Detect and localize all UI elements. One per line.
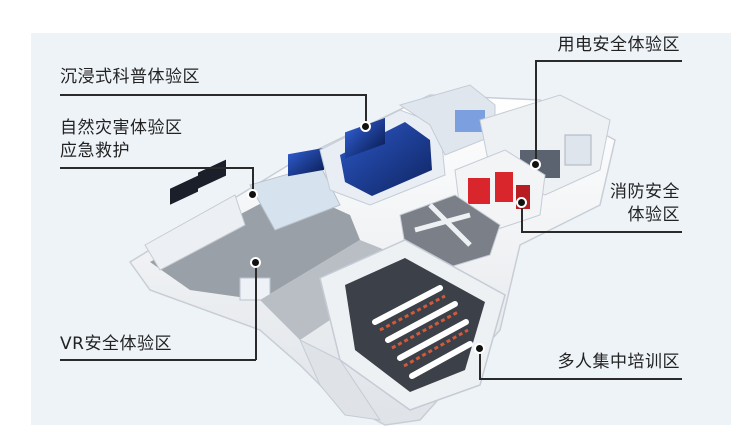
label-vr: VR安全体验区 (60, 334, 172, 354)
leader-line-disaster-v (252, 167, 254, 194)
training-screen (345, 117, 385, 159)
leader-line-immersive-h (60, 94, 366, 96)
leader-line-vr-v (255, 262, 257, 360)
marker-disaster (247, 189, 258, 200)
leader-line-immersive-v (365, 94, 367, 126)
leader-line-fire-v (521, 202, 523, 232)
label-fire-line2: 体验区 (627, 205, 680, 225)
fire-cabinet-2 (495, 172, 513, 202)
label-training: 多人集中培训区 (557, 352, 680, 372)
label-fire-line1: 消防安全 (610, 182, 680, 202)
label-disaster-line2: 应急救护 (60, 141, 130, 161)
training-chairs (379, 294, 469, 368)
marker-immersive (360, 121, 371, 132)
leader-line-electric-v (535, 60, 537, 164)
leader-line-training-h (479, 378, 682, 380)
left-room-walls (144, 194, 246, 271)
label-immersive: 沉浸式科普体验区 (60, 67, 200, 87)
left-screen-2 (198, 159, 226, 189)
marker-training (474, 343, 485, 354)
training-desks (372, 285, 473, 379)
leader-line-electric-h (535, 60, 682, 62)
immersive-screen (340, 122, 432, 196)
leader-line-disaster-h (60, 167, 253, 169)
electric-screen (564, 134, 592, 166)
leader-line-vr-h (60, 359, 256, 361)
leader-line-fire-h (521, 231, 682, 233)
bottom-lobby (298, 338, 382, 421)
disaster-screen (288, 147, 324, 177)
fire-cabinet-1 (468, 178, 490, 204)
marker-electric (530, 159, 541, 170)
label-disaster-line1: 自然灾害体验区 (60, 118, 183, 138)
label-electric: 用电安全体验区 (557, 35, 680, 55)
left-screen-1 (170, 175, 198, 205)
marker-fire (516, 197, 527, 208)
marker-vr (250, 257, 261, 268)
immersive-wall-panel (455, 110, 485, 132)
leader-line-training-v (479, 348, 481, 379)
